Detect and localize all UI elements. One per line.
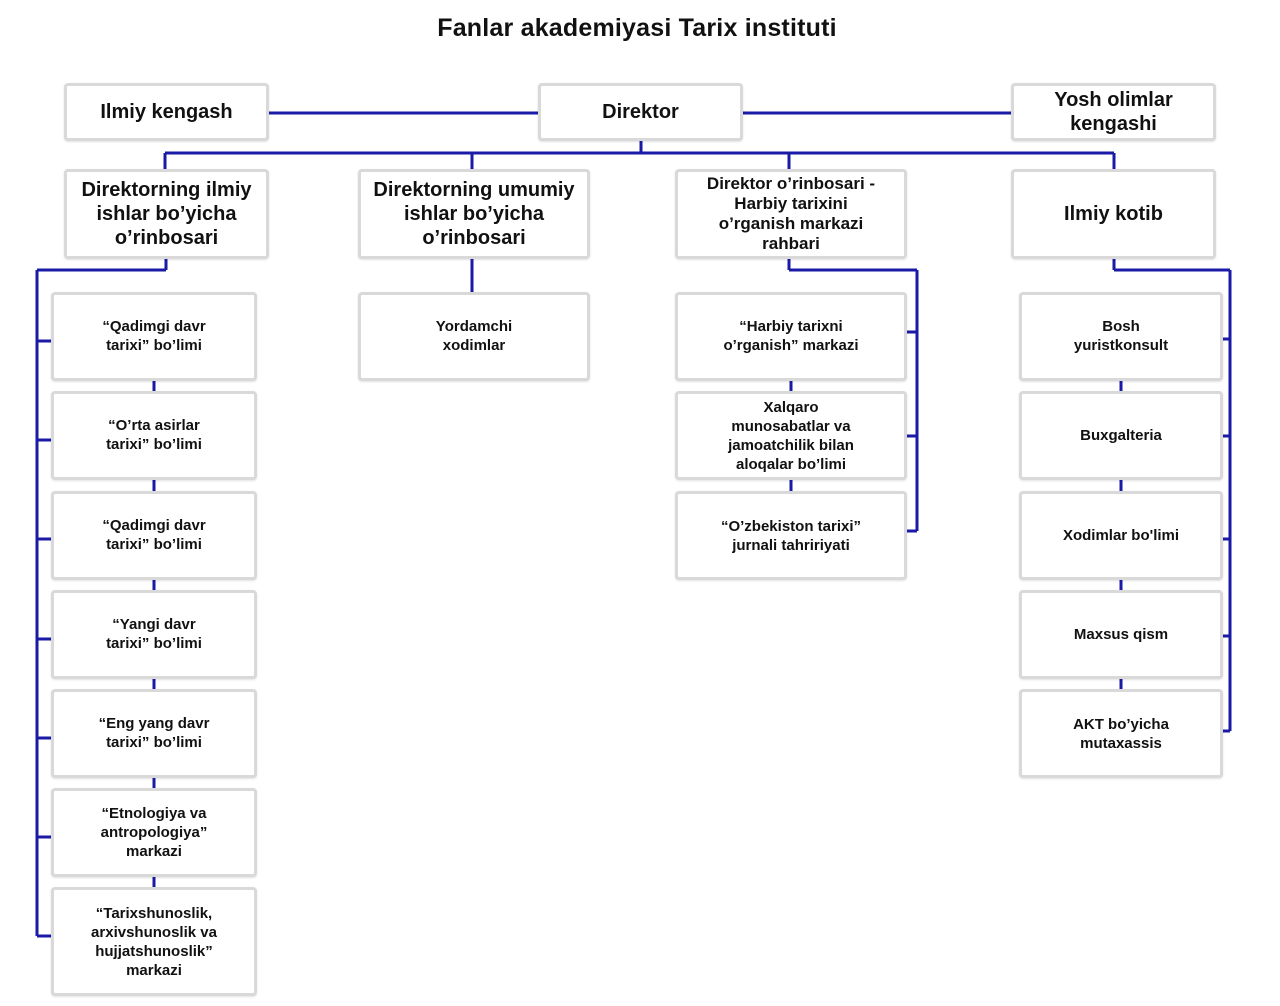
deputy-military-history-box: Direktor o’rinbosari - Harbiy tarixini o… — [675, 169, 907, 259]
yosh-olimlar-kengashi-box: Yosh olimlar kengashi — [1011, 83, 1216, 141]
ict-specialist-box: AKT bo’yicha mutaxassis — [1019, 689, 1223, 778]
center-box: “Tarixshunoslik, arxivshunoslik va hujja… — [51, 887, 257, 996]
direktor-box: Direktor — [538, 83, 743, 141]
department-box: “O’rta asirlar tarixi” bo’limi — [51, 391, 257, 480]
military-history-center-box: “Harbiy tarixni o’rganish” markazi — [675, 292, 907, 381]
deputy-scientific-box: Direktorning ilmiy ishlar bo’yicha o’rin… — [64, 169, 269, 259]
center-box: “Etnologiya va antropologiya” markazi — [51, 788, 257, 877]
special-unit-box: Maxsus qism — [1019, 590, 1223, 679]
yordamchi-xodimlar-box: Yordamchi xodimlar — [358, 292, 590, 381]
journal-editorial-box: “O’zbekiston tarixi” jurnali tahririyati — [675, 491, 907, 580]
department-box: “Qadimgi davr tarixi” bo’limi — [51, 491, 257, 580]
department-box: “Yangi davr tarixi” bo’limi — [51, 590, 257, 679]
accounting-box: Buxgalteria — [1019, 391, 1223, 480]
ilmiy-kengash-box: Ilmiy kengash — [64, 83, 269, 141]
department-box: “Qadimgi davr tarixi” bo’limi — [51, 292, 257, 381]
deputy-general-box: Direktorning umumiy ishlar bo’yicha o’ri… — [358, 169, 590, 259]
chart-title: Fanlar akademiyasi Tarix instituti — [437, 14, 837, 42]
hr-department-box: Xodimlar bo'limi — [1019, 491, 1223, 580]
department-box: “Eng yang davr tarixi” bo’limi — [51, 689, 257, 778]
international-relations-box: Xalqaro munosabatlar va jamoatchilik bil… — [675, 391, 907, 480]
ilmiy-kotib-box: Ilmiy kotib — [1011, 169, 1216, 259]
legal-advisor-box: Bosh yuristkonsult — [1019, 292, 1223, 381]
